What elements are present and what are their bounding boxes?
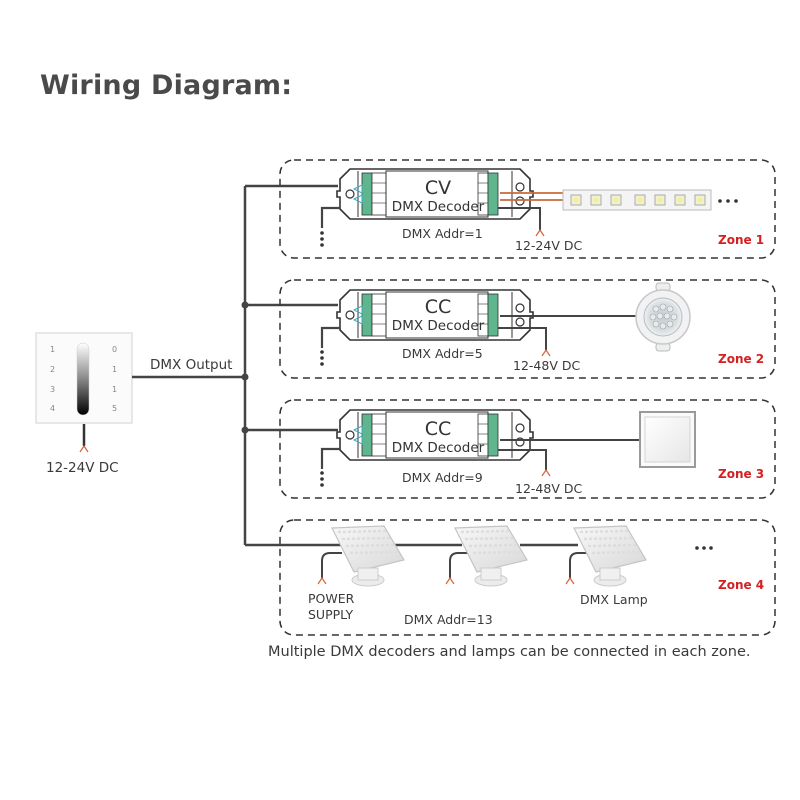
dimmer-slider xyxy=(76,342,90,416)
junction-dot xyxy=(241,301,249,309)
led-emitter xyxy=(697,197,703,203)
dmx-controller xyxy=(35,332,133,453)
dmx-address-label: DMX Addr=5 xyxy=(402,346,483,361)
flood-lamp xyxy=(317,525,405,587)
zone-2-box xyxy=(279,279,776,379)
dmx-address-label: DMX Addr=13 xyxy=(404,612,493,627)
zone-label: Zone 2 xyxy=(718,352,765,366)
decoder-name: DMX Decoder xyxy=(391,440,485,456)
dmx-lamp-label: DMX Lamp xyxy=(580,592,648,607)
dmx-bus xyxy=(132,184,578,547)
downlight-lamp xyxy=(635,282,691,352)
key-label[interactable]: 5 xyxy=(112,404,118,413)
key-label[interactable]: 1 xyxy=(112,365,118,374)
key-label[interactable]: 1 xyxy=(50,345,56,354)
led-emitter xyxy=(613,197,619,203)
key-label[interactable]: 3 xyxy=(50,385,56,394)
key-label[interactable]: 2 xyxy=(50,365,56,374)
led-strip xyxy=(562,189,712,211)
led-emitter xyxy=(677,197,683,203)
key-label[interactable]: 0 xyxy=(112,345,118,354)
footer-note: Multiple DMX decoders and lamps can be c… xyxy=(268,644,751,660)
power-label: 12-48V DC xyxy=(515,481,583,496)
ellipsis-icon xyxy=(320,471,324,487)
key-label[interactable]: 4 xyxy=(50,404,56,413)
flood-lamp xyxy=(565,525,647,587)
ellipsis-icon xyxy=(320,231,324,247)
power-label: 12-24V DC xyxy=(515,238,583,253)
led-emitter xyxy=(657,197,663,203)
power-label: 12-48V DC xyxy=(513,358,581,373)
zone-1-box xyxy=(279,159,776,259)
ellipsis-icon xyxy=(695,546,713,550)
decoder-type: CC xyxy=(424,296,452,318)
power-supply-label-line1: POWER xyxy=(308,591,355,606)
ellipsis-icon xyxy=(320,350,324,366)
power-supply-label-line2: SUPPLY xyxy=(308,607,354,622)
junction-dot xyxy=(241,426,249,434)
zone-3-box xyxy=(279,399,776,499)
zone-label: Zone 1 xyxy=(718,233,765,247)
flood-lamp xyxy=(445,525,528,587)
led-emitter xyxy=(573,197,579,203)
diagram-title: Wiring Diagram: xyxy=(40,70,293,101)
decoder-name: DMX Decoder xyxy=(391,199,485,215)
junction-dot xyxy=(241,373,249,381)
decoder-name: DMX Decoder xyxy=(391,318,485,334)
decoder-type: CC xyxy=(424,418,452,440)
dmx-address-label: DMX Addr=9 xyxy=(402,470,483,485)
zone-label: Zone 4 xyxy=(718,578,765,592)
led-emitter xyxy=(637,197,643,203)
dmx-output-label: DMX Output xyxy=(150,357,233,373)
zone-label: Zone 3 xyxy=(718,467,765,481)
decoder-type: CV xyxy=(424,177,452,199)
led-emitter xyxy=(593,197,599,203)
dmx-address-label: DMX Addr=1 xyxy=(402,226,483,241)
controller-power-label: 12-24V DC xyxy=(46,460,119,476)
zone-4-box xyxy=(279,519,776,636)
ellipsis-icon xyxy=(718,199,738,203)
key-label[interactable]: 1 xyxy=(112,385,118,394)
panel-lamp xyxy=(639,411,696,468)
